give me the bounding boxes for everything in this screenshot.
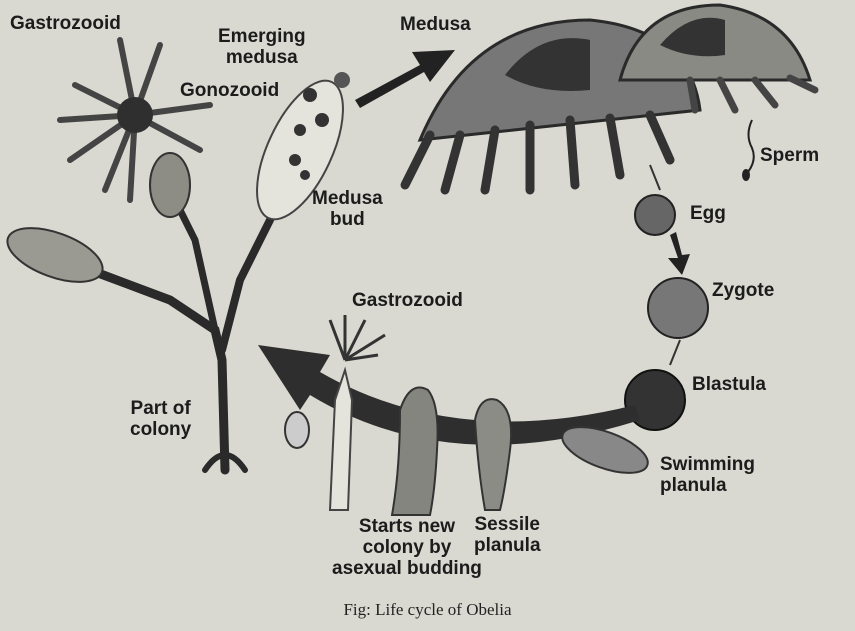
label-emerging-medusa: Emerging medusa	[218, 26, 306, 68]
young-gastrozooid-tentacles	[328, 315, 386, 362]
emerging-medusa-icon	[334, 72, 350, 88]
arrow-egg-to-zygote	[668, 232, 690, 275]
label-zygote: Zygote	[712, 280, 775, 301]
medusa-adult	[400, 18, 702, 195]
label-gastrozooid-mid: Gastrozooid	[352, 290, 463, 311]
hydrotheca-bud	[6, 227, 104, 283]
gastrozooid-body	[117, 97, 153, 133]
label-egg: Egg	[690, 203, 726, 224]
gastrozooid-young	[328, 366, 354, 511]
gastrozooid-theca	[149, 152, 191, 218]
figure-caption: Fig: Life cycle of Obelia	[343, 600, 512, 619]
label-gastrozooid-top: Gastrozooid	[10, 13, 121, 34]
medusa-buds	[289, 88, 329, 180]
label-blastula: Blastula	[692, 374, 766, 395]
label-sessile-planula: Sessile planula	[474, 514, 541, 556]
sessile-planula	[473, 398, 513, 511]
label-medusa-bud: Medusa bud	[312, 188, 383, 230]
egg-cell	[634, 194, 676, 236]
label-gonozooid: Gonozooid	[180, 80, 280, 101]
medusa-adult-second	[618, 3, 819, 114]
new-colony-polyp	[390, 386, 439, 516]
label-medusa: Medusa	[400, 14, 471, 35]
budding-polyp	[284, 411, 310, 449]
zygote-cell	[647, 277, 709, 339]
label-part-of-colony: Part of colony	[130, 398, 192, 440]
return-arrow	[258, 345, 640, 445]
label-sperm: Sperm	[760, 145, 820, 166]
swimming-planula	[561, 426, 649, 474]
sperm-icon	[747, 119, 755, 173]
blastula-cell	[624, 369, 686, 431]
label-swimming-planula: Swimming planula	[660, 454, 756, 496]
arrow-to-medusa	[355, 50, 455, 108]
label-starts-new-colony: Starts new colony by asexual budding	[332, 516, 482, 579]
